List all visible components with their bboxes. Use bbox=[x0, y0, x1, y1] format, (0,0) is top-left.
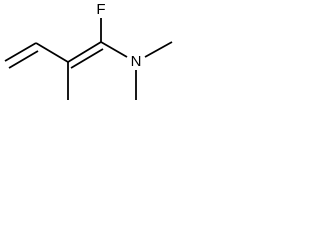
bond-vinyl-double-outer bbox=[4, 42, 37, 62]
atom-label-fluorine: F bbox=[96, 1, 105, 18]
bond-c3-c4-double-inner bbox=[70, 48, 104, 69]
bond-c2-c3 bbox=[35, 42, 69, 63]
atom-label-nitrogen: N bbox=[131, 53, 142, 70]
chemical-structure-diagram: F N bbox=[4, 1, 173, 100]
bond-c4-nitrogen bbox=[100, 41, 128, 58]
bond-nitrogen-methyl-right bbox=[144, 41, 173, 58]
bond-c3-c4-double-outer bbox=[67, 41, 102, 63]
bond-vinyl-double-inner bbox=[8, 50, 39, 69]
